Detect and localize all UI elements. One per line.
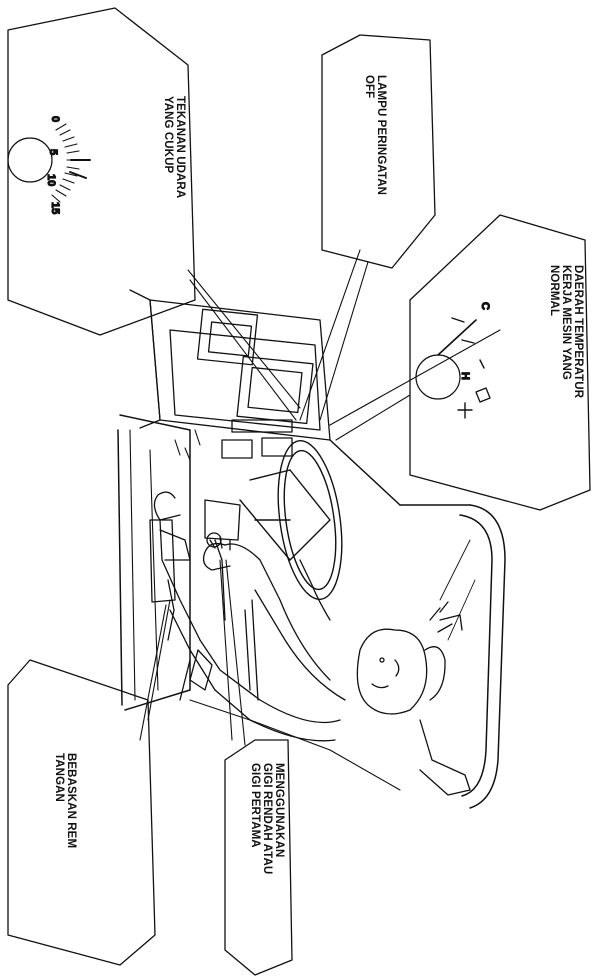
callout-air-pressure: TEKANAN UDARA YANG CUKUP — [162, 96, 186, 198]
callout-warning-light: LAMPU PERINGATAN OFF — [363, 75, 387, 195]
callout-line: GIGI RENDAH ATAU — [261, 763, 273, 874]
air-gauge-tick-15: 15 — [49, 202, 61, 214]
callout-line: LAMPU PERINGATAN — [375, 75, 387, 195]
callout-line: TANGAN — [53, 753, 65, 848]
callout-hand-brake: BEBASKAN REM TANGAN — [53, 753, 77, 848]
callout-line: GIGI PERTAMA — [249, 763, 261, 874]
callout-line: KERJA MESIN YANG — [560, 265, 572, 398]
callout-gear: MENGGUNAKAN GIGI RENDAH ATAU GIGI PERTAM… — [249, 763, 285, 874]
air-gauge-tick-0: 0 — [49, 116, 61, 122]
temp-mark-h: H — [459, 372, 471, 380]
dashboard — [130, 290, 330, 458]
temperature-gauge-icon — [416, 318, 490, 418]
callout-line: YANG CUKUP — [162, 96, 174, 198]
callout-line: NORMAL — [548, 265, 560, 398]
cab-frame — [118, 415, 505, 808]
temp-mark-c: C — [479, 302, 491, 310]
steering-wheel-icon — [240, 437, 351, 604]
callout-line: OFF — [363, 75, 375, 195]
callout-temperature: DAERAH TEMPERATUR KERJA MESIN YANG NORMA… — [548, 265, 584, 398]
callout-line: BEBASKAN REM — [65, 753, 77, 848]
air-gauge-tick-5: 5 — [47, 149, 59, 155]
callout-frame-hand-brake — [8, 660, 155, 965]
callout-line: DAERAH TEMPERATUR — [572, 265, 584, 398]
callout-line: TEKANAN UDARA — [174, 96, 186, 198]
callout-line: MENGGUNAKAN — [273, 763, 285, 874]
air-gauge-tick-10: 10 — [45, 174, 57, 186]
air-pressure-gauge-icon — [8, 124, 90, 202]
